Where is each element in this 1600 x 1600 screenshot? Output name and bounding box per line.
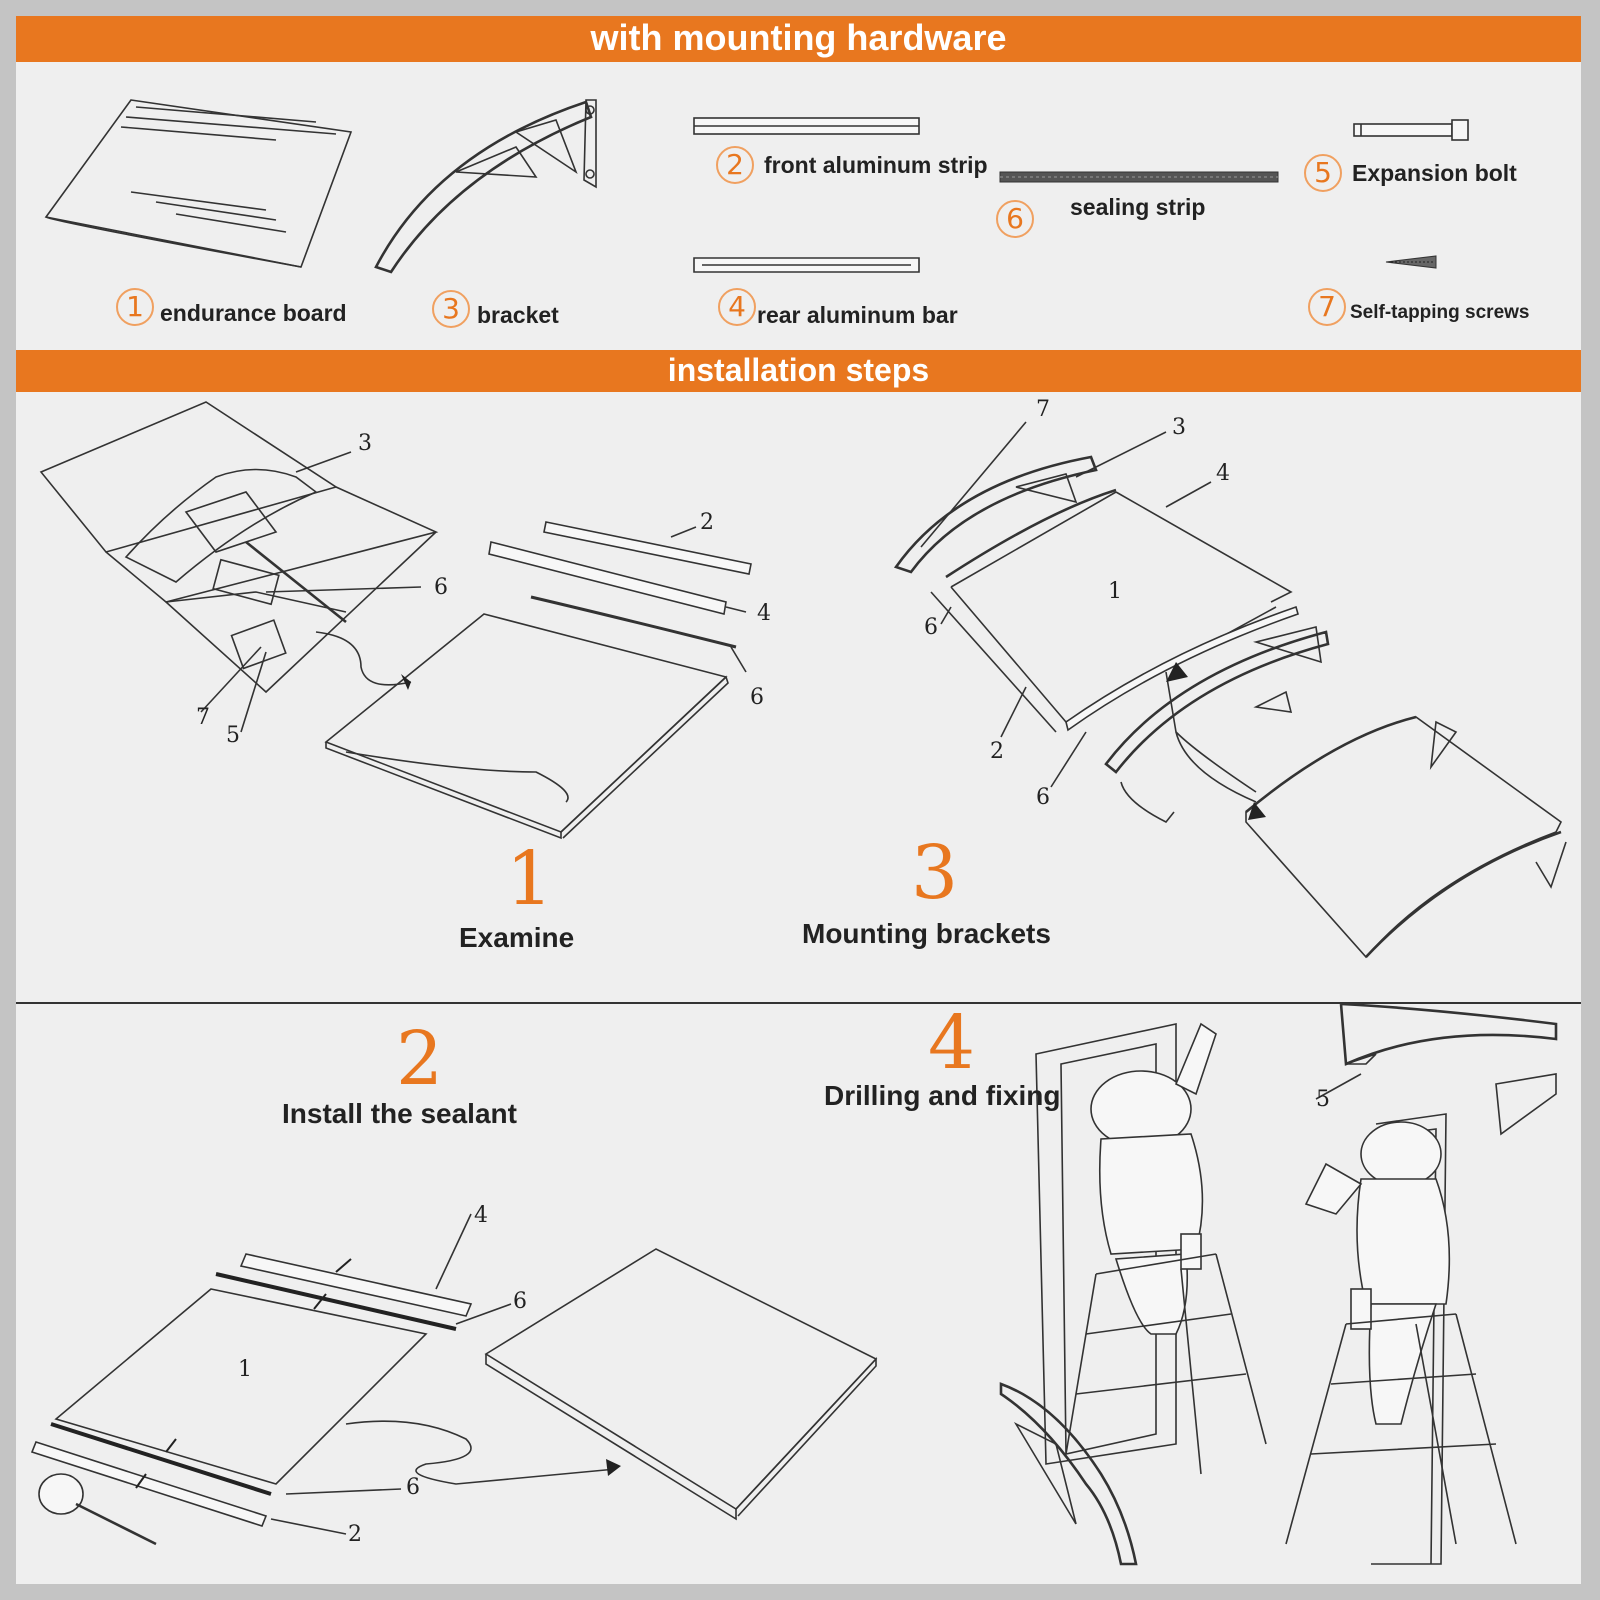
callout-s4-5: 5 — [1316, 1087, 1330, 1112]
callout-s3-7: 7 — [1036, 397, 1050, 422]
callout-s1-4: 4 — [757, 601, 771, 626]
part-label-sealing-strip: sealing strip — [1070, 194, 1206, 220]
parts-illustrations — [44, 99, 1469, 274]
step-label-mounting-brackets: Mounting brackets — [802, 918, 1051, 949]
sealing-strip-drawing — [999, 171, 1279, 183]
screw-drawing — [1385, 255, 1437, 269]
callout-s2-4: 4 — [474, 1203, 488, 1228]
part-label-self-tapping-screws: Self-tapping screws — [1350, 302, 1530, 323]
parts-panel: 1 endurance board 3 bracket 2 front alum… — [16, 62, 1581, 350]
callout-s3-1: 1 — [1108, 579, 1122, 604]
steps-title: installation steps — [667, 352, 930, 388]
part-number-4: 4 — [718, 288, 756, 326]
endurance-board-drawing — [44, 99, 353, 268]
step-number-1: 1 — [506, 836, 554, 922]
rear-bar-drawing — [693, 257, 920, 273]
callout-s1-6b: 6 — [750, 685, 764, 710]
steps-banner: installation steps — [16, 350, 1581, 392]
front-strip-drawing — [693, 117, 920, 135]
sealant-install-drawing — [30, 1213, 878, 1546]
step-label-examine: Examine — [459, 922, 575, 953]
drilling-workers-drawing — [999, 1004, 1558, 1566]
loose-strips-drawing — [488, 521, 752, 673]
bracket-drawing — [374, 99, 597, 274]
part-label-expansion-bolt: Expansion bolt — [1352, 160, 1517, 186]
callout-s1-6a: 6 — [434, 575, 448, 600]
endurance-board-step1 — [315, 613, 729, 840]
box-drawing — [39, 401, 439, 694]
part-label-front-strip: front aluminum strip — [764, 152, 988, 178]
step-2-4-illustrations: 4 6 1 6 2 — [30, 1004, 1558, 1566]
expansion-bolt-drawing — [1353, 119, 1469, 141]
callout-s1-3: 3 — [358, 431, 372, 456]
callout-s2-1: 1 — [238, 1357, 252, 1382]
callout-s2-6a: 6 — [513, 1289, 527, 1314]
callout-s1-2: 2 — [700, 510, 714, 535]
steps-panel-lower: 4 6 1 6 2 — [16, 1004, 1581, 1584]
callout-s2-6b: 6 — [406, 1475, 420, 1500]
part-number-2: 2 — [716, 146, 754, 184]
callout-s3-3: 3 — [1172, 415, 1186, 440]
step-label-install-sealant: Install the sealant — [282, 1098, 517, 1129]
hardware-banner: with mounting hardware — [16, 16, 1581, 62]
part-number-1: 1 — [116, 288, 154, 326]
part-label-rear-bar: rear aluminum bar — [757, 302, 958, 328]
part-number-7: 7 — [1308, 288, 1346, 326]
part-number-5: 5 — [1304, 154, 1342, 192]
callout-s1-5: 5 — [226, 723, 240, 748]
callout-s3-6a: 6 — [924, 615, 938, 640]
mounting-brackets-drawing — [893, 421, 1567, 959]
step-number-4: 4 — [928, 1000, 976, 1086]
callout-s1-7: 7 — [196, 705, 210, 730]
step-number-3: 3 — [911, 830, 959, 916]
step-number-2: 2 — [396, 1016, 444, 1102]
callout-s2-2: 2 — [348, 1522, 362, 1547]
step-label-drilling-fixing: Drilling and fixing — [824, 1080, 1061, 1111]
steps-divider — [16, 1002, 1581, 1004]
part-number-3: 3 — [432, 290, 470, 328]
part-label-bracket: bracket — [477, 302, 559, 328]
part-number-6: 6 — [996, 200, 1034, 238]
callout-s3-4: 4 — [1216, 461, 1230, 486]
part-label-endurance-board: endurance board — [160, 300, 347, 326]
steps-panel-upper: 3 2 6 4 6 7 5 — [16, 392, 1581, 1002]
step-1-3-illustrations: 3 2 6 4 6 7 5 — [39, 397, 1567, 959]
callout-s3-2: 2 — [990, 739, 1004, 764]
hardware-title: with mounting hardware — [590, 17, 1007, 58]
callout-s3-6b: 6 — [1036, 785, 1050, 810]
